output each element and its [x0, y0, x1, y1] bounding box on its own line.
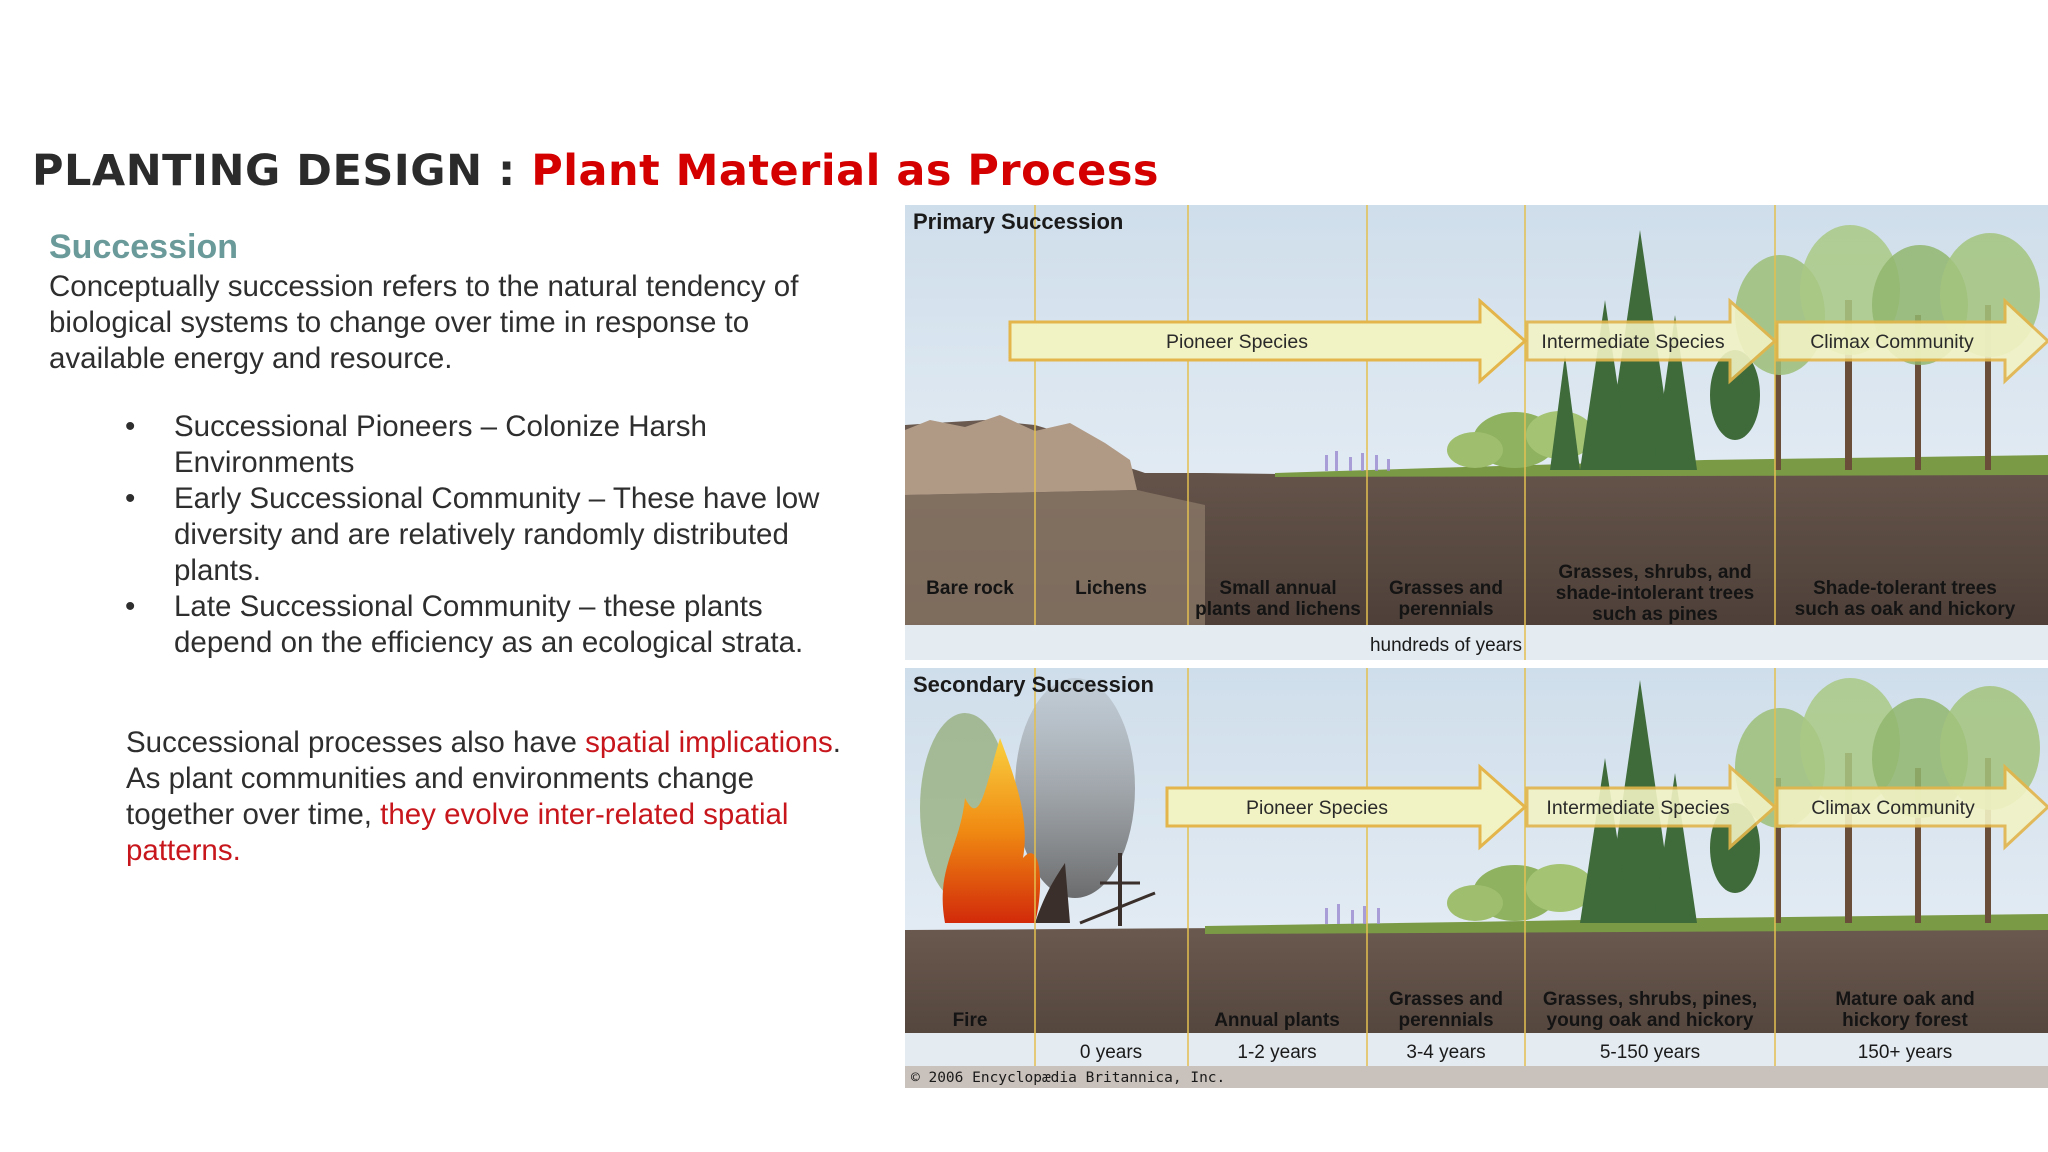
secondary-grass	[1205, 914, 2048, 934]
para-highlight: they evolve inter-related spatial patter…	[126, 798, 789, 867]
primary-timeline-band	[905, 625, 2048, 660]
secondary-panel: Pioneer Species Intermediate Species Cli…	[905, 668, 2048, 1088]
stage-label: perennials	[1398, 1010, 1493, 1031]
copyright-band	[905, 1066, 2048, 1088]
stage-label: such as oak and hickory	[1795, 599, 2016, 620]
para-text: . As plant communities and environments …	[126, 726, 841, 831]
time-label: 5-150 years	[1600, 1042, 1700, 1063]
stage-label: Shade-tolerant trees	[1813, 578, 1997, 599]
bullet-list: • Successional Pioneers – Colonize Harsh …	[49, 409, 869, 661]
secondary-arrows	[1165, 763, 2048, 851]
stage-label: Grasses and	[1389, 578, 1503, 599]
bullet-text: Late Successional Community – these plan…	[174, 590, 804, 659]
secondary-stage-labels: Fire Annual plants Grasses and perennial…	[953, 989, 1975, 1031]
bullet-text: Successional Pioneers – Colonize Harsh E…	[174, 410, 707, 479]
title-prefix: PLANTING DESIGN :	[32, 146, 516, 196]
stage-label: Bare rock	[926, 578, 1014, 599]
stage-label: Annual plants	[1214, 1010, 1340, 1031]
climax-arrow	[1775, 763, 2048, 851]
stage-label: young oak and hickory	[1547, 1010, 1754, 1031]
stage-label: such as pines	[1592, 604, 1718, 625]
stage-label: Small annual	[1219, 578, 1336, 599]
page-title: PLANTING DESIGN : Plant Material as Proc…	[32, 146, 1159, 196]
bullet-item: • Late Successional Community – these pla…	[49, 589, 869, 661]
primary-title: Primary Succession	[913, 209, 1123, 234]
secondary-time-labels: 0 years 1-2 years 3-4 years 5-150 years …	[1080, 1042, 1952, 1063]
bullet-item: • Successional Pioneers – Colonize Harsh …	[49, 409, 869, 481]
pioneer-arrow	[1008, 297, 1528, 385]
stage-label: Grasses, shrubs, pines,	[1543, 989, 1757, 1010]
bullet-icon: •	[125, 410, 136, 443]
secondary-title: Secondary Succession	[913, 672, 1154, 697]
succession-figure: Pioneer Species Intermediate Species Cli…	[905, 205, 2048, 1150]
para-highlight: spatial implications	[585, 726, 833, 759]
secondary-timeline-band	[905, 1033, 2048, 1066]
stage-label: Fire	[953, 1010, 988, 1031]
intermediate-arrow	[1525, 763, 1778, 851]
spatial-paragraph: Successional processes also have spatial…	[126, 725, 869, 869]
stage-label: Mature oak and	[1835, 989, 1974, 1010]
bullet-item: • Early Successional Community – These ha…	[49, 481, 869, 589]
copyright: © 2006 Encyclopædia Britannica, Inc.	[911, 1070, 1225, 1086]
section-heading: Succession	[49, 228, 238, 266]
time-label: 150+ years	[1858, 1042, 1953, 1063]
time-label: 1-2 years	[1237, 1042, 1316, 1063]
primary-dividers	[1034, 205, 1776, 660]
bare-rock-shape	[905, 415, 1137, 495]
timeline-label: hundreds of years	[1370, 635, 1522, 656]
stage-label: perennials	[1398, 599, 1493, 620]
stage-label: Grasses and	[1389, 989, 1503, 1010]
stage-label: plants and lichens	[1195, 599, 1361, 620]
shrubs-shape	[1447, 864, 1594, 921]
stage-label: Lichens	[1075, 578, 1147, 599]
intro-paragraph: Conceptually succession refers to the na…	[49, 270, 799, 375]
climax-arrow	[1775, 297, 2048, 385]
arrow-label: Climax Community	[1810, 331, 1974, 353]
succession-diagram: Pioneer Species Intermediate Species Cli…	[905, 205, 2048, 1088]
bullet-text: Early Successional Community – These hav…	[174, 482, 820, 587]
time-label: 3-4 years	[1406, 1042, 1485, 1063]
arrow-label: Intermediate Species	[1546, 797, 1729, 819]
arrow-label: Pioneer Species	[1246, 797, 1388, 819]
arrow-label: Pioneer Species	[1166, 331, 1308, 353]
time-label: 0 years	[1080, 1042, 1142, 1063]
stage-label: hickory forest	[1842, 1010, 1968, 1031]
para-text: Successional processes also have	[126, 726, 586, 759]
title-highlight: Plant Material as Process	[531, 146, 1160, 196]
primary-arrows	[1008, 297, 2048, 385]
flowers-shape	[1325, 904, 1380, 924]
text-column: Succession Conceptually succession refer…	[49, 225, 869, 869]
flowers-shape	[1325, 451, 1390, 471]
rock-base-shape	[905, 490, 1205, 625]
secondary-soil	[905, 923, 2048, 1066]
stage-label: Grasses, shrubs, and	[1558, 562, 1751, 583]
fire-shape	[920, 678, 1156, 926]
intermediate-arrow	[1525, 297, 1778, 385]
bullet-icon: •	[125, 590, 136, 623]
arrow-label: Intermediate Species	[1541, 331, 1724, 353]
arrow-label: Climax Community	[1811, 797, 1975, 819]
secondary-dividers	[1034, 668, 1776, 1066]
stage-label: shade-intolerant trees	[1556, 583, 1755, 604]
primary-stage-labels: Bare rock Lichens Small annual plants an…	[926, 562, 2016, 625]
pioneer-arrow	[1165, 763, 1528, 851]
primary-panel: Pioneer Species Intermediate Species Cli…	[905, 205, 2048, 660]
bullet-icon: •	[125, 482, 136, 515]
